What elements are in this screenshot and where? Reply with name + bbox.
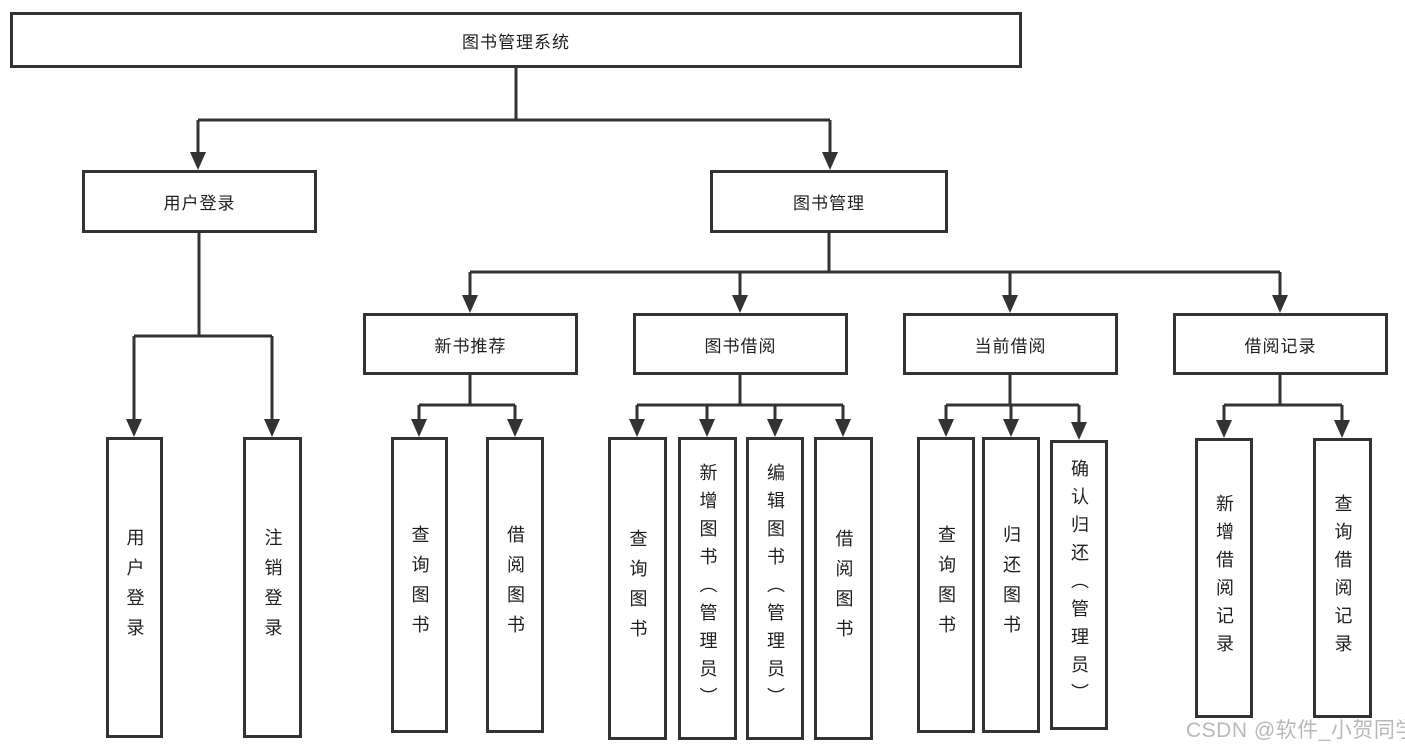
node-leaf-query-books-2: 查询图书 (608, 437, 667, 740)
node-leaf-add-borrow-record: 新增借阅记录 (1195, 438, 1253, 718)
node-leaf-confirm-return-admin: 确认归还（管理员） (1050, 440, 1108, 730)
csdn-watermark: CSDN @软件_小贺同学 (1186, 719, 1405, 742)
arrowheads (126, 152, 1350, 440)
node-leaf-query-borrow-record: 查询借阅记录 (1313, 438, 1372, 718)
node-leaf-add-books-admin: 新增图书（管理员） (678, 437, 737, 740)
node-branch-user-login: 用户登录 (82, 170, 317, 233)
node-root-system: 图书管理系统 (10, 12, 1022, 68)
node-leaf-query-books-1: 查询图书 (391, 437, 448, 733)
node-group-borrow-records: 借阅记录 (1173, 313, 1388, 375)
node-leaf-borrow-books-2: 借阅图书 (814, 437, 873, 740)
connectors (132, 68, 1344, 422)
node-leaf-edit-books-admin: 编辑图书（管理员） (746, 437, 804, 740)
node-branch-book-management: 图书管理 (710, 170, 948, 233)
node-leaf-query-books-3: 查询图书 (917, 437, 975, 733)
node-leaf-return-books: 归还图书 (982, 437, 1040, 733)
node-leaf-logout: 注销登录 (243, 437, 302, 738)
node-group-book-borrow: 图书借阅 (633, 313, 848, 375)
node-leaf-borrow-books-1: 借阅图书 (486, 437, 544, 733)
node-leaf-user-login: 用户登录 (106, 437, 163, 738)
node-group-current-borrow: 当前借阅 (903, 313, 1118, 375)
node-group-new-book-recommend: 新书推荐 (363, 313, 578, 375)
